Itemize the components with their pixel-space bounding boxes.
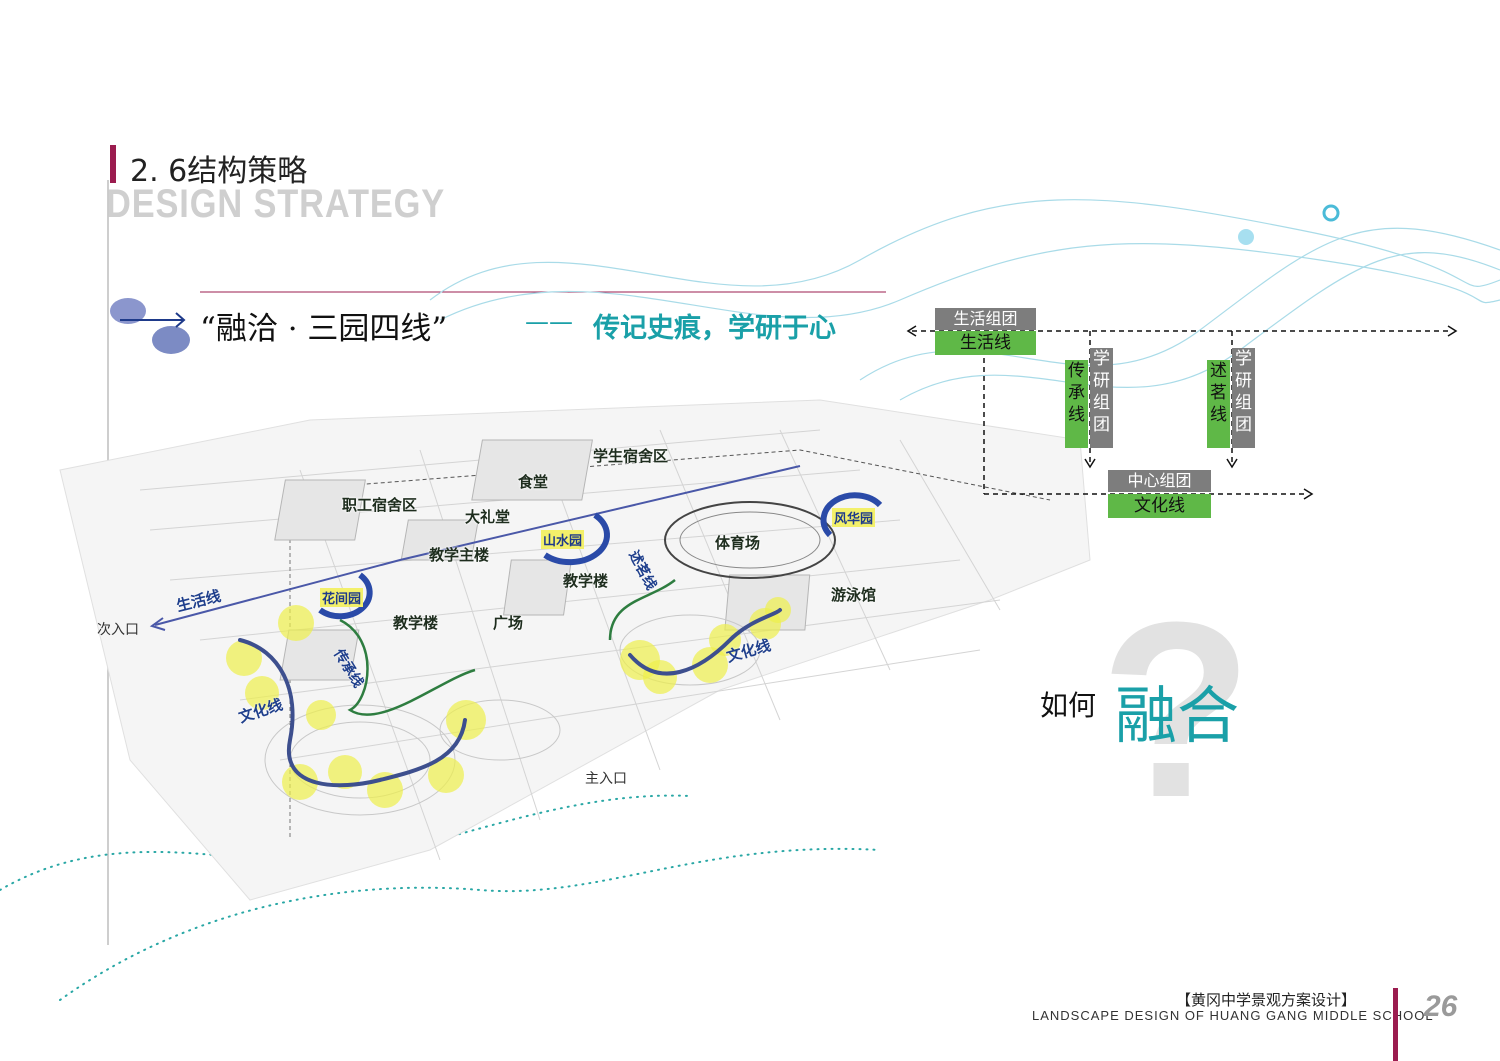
narrative-line-route bbox=[608, 579, 676, 641]
label-secondary-entrance: 次入口 bbox=[97, 622, 139, 638]
section-title: 2. 6结构策略 bbox=[130, 154, 308, 189]
decor-ring bbox=[1322, 204, 1340, 222]
garden-fenghua: 风华园 bbox=[832, 508, 876, 527]
box-life-group: 生活组团 bbox=[935, 308, 1036, 330]
footer-project-en: LANDSCAPE DESIGN OF HUANG GANG MIDDLE SC… bbox=[1032, 1008, 1434, 1023]
footer-project-cn: 【黄冈中学景观方案设计】 bbox=[1176, 991, 1357, 1009]
decor-waves-top bbox=[429, 199, 1500, 401]
label-main-entrance: 主入口 bbox=[585, 771, 627, 787]
question-word: 融合 bbox=[1115, 679, 1240, 752]
label-student-dorms: 学生宿舍区 bbox=[593, 447, 669, 465]
decor-oval bbox=[152, 326, 190, 354]
footer-accent-bar bbox=[1393, 988, 1398, 1061]
box-culture-line: 文化线 bbox=[1108, 494, 1211, 518]
concept-dash: —— bbox=[525, 308, 573, 336]
box-study-group-left: 学研组团 bbox=[1090, 348, 1113, 448]
question-prefix: 如何 bbox=[1040, 689, 1097, 722]
culture-line-right bbox=[628, 608, 782, 676]
label-teaching-building: 教学楼 bbox=[393, 614, 439, 632]
box-narrative-line: 述茗线 bbox=[1207, 360, 1230, 448]
box-study-group-right: 学研组团 bbox=[1232, 348, 1255, 448]
label-plaza: 广场 bbox=[493, 614, 524, 632]
box-heritage-line: 传承线 bbox=[1065, 360, 1088, 448]
page-number: 26 bbox=[1424, 990, 1458, 1023]
decor-oval bbox=[110, 298, 146, 324]
label-stadium: 体育场 bbox=[715, 534, 761, 552]
section-subtitle-en: DESIGN STRATEGY bbox=[106, 182, 446, 226]
decor-waves-bottom bbox=[0, 794, 881, 1001]
garden-swirls bbox=[318, 492, 883, 620]
label-main-teaching: 教学主楼 bbox=[429, 546, 490, 564]
concept-title: “融洽 · 三园四线” bbox=[200, 311, 448, 347]
box-life-line: 生活线 bbox=[935, 331, 1036, 355]
structure-arrowheads bbox=[906, 325, 1458, 500]
life-line-route bbox=[149, 465, 801, 631]
label-pool: 游泳馆 bbox=[831, 586, 877, 604]
concept-arrow-icon bbox=[120, 312, 186, 328]
decor-dot bbox=[1238, 229, 1254, 245]
label-staff-dorms: 职工宿舍区 bbox=[342, 496, 418, 514]
question-mark-icon: ? bbox=[1100, 570, 1253, 849]
garden-shanshui: 山水园 bbox=[541, 530, 585, 549]
concept-tagline: 传记史痕，学研于心 bbox=[593, 313, 836, 344]
site-base bbox=[59, 399, 1091, 901]
label-teaching-building: 教学楼 bbox=[563, 572, 609, 590]
label-auditorium: 大礼堂 bbox=[465, 508, 511, 526]
garden-huajian: 花间园 bbox=[320, 588, 364, 607]
culture-line-left bbox=[238, 638, 467, 788]
box-center-group: 中心组团 bbox=[1108, 470, 1211, 492]
heritage-line-route bbox=[339, 618, 476, 716]
label-canteen: 食堂 bbox=[518, 473, 549, 491]
header-accent-bar bbox=[110, 145, 116, 183]
